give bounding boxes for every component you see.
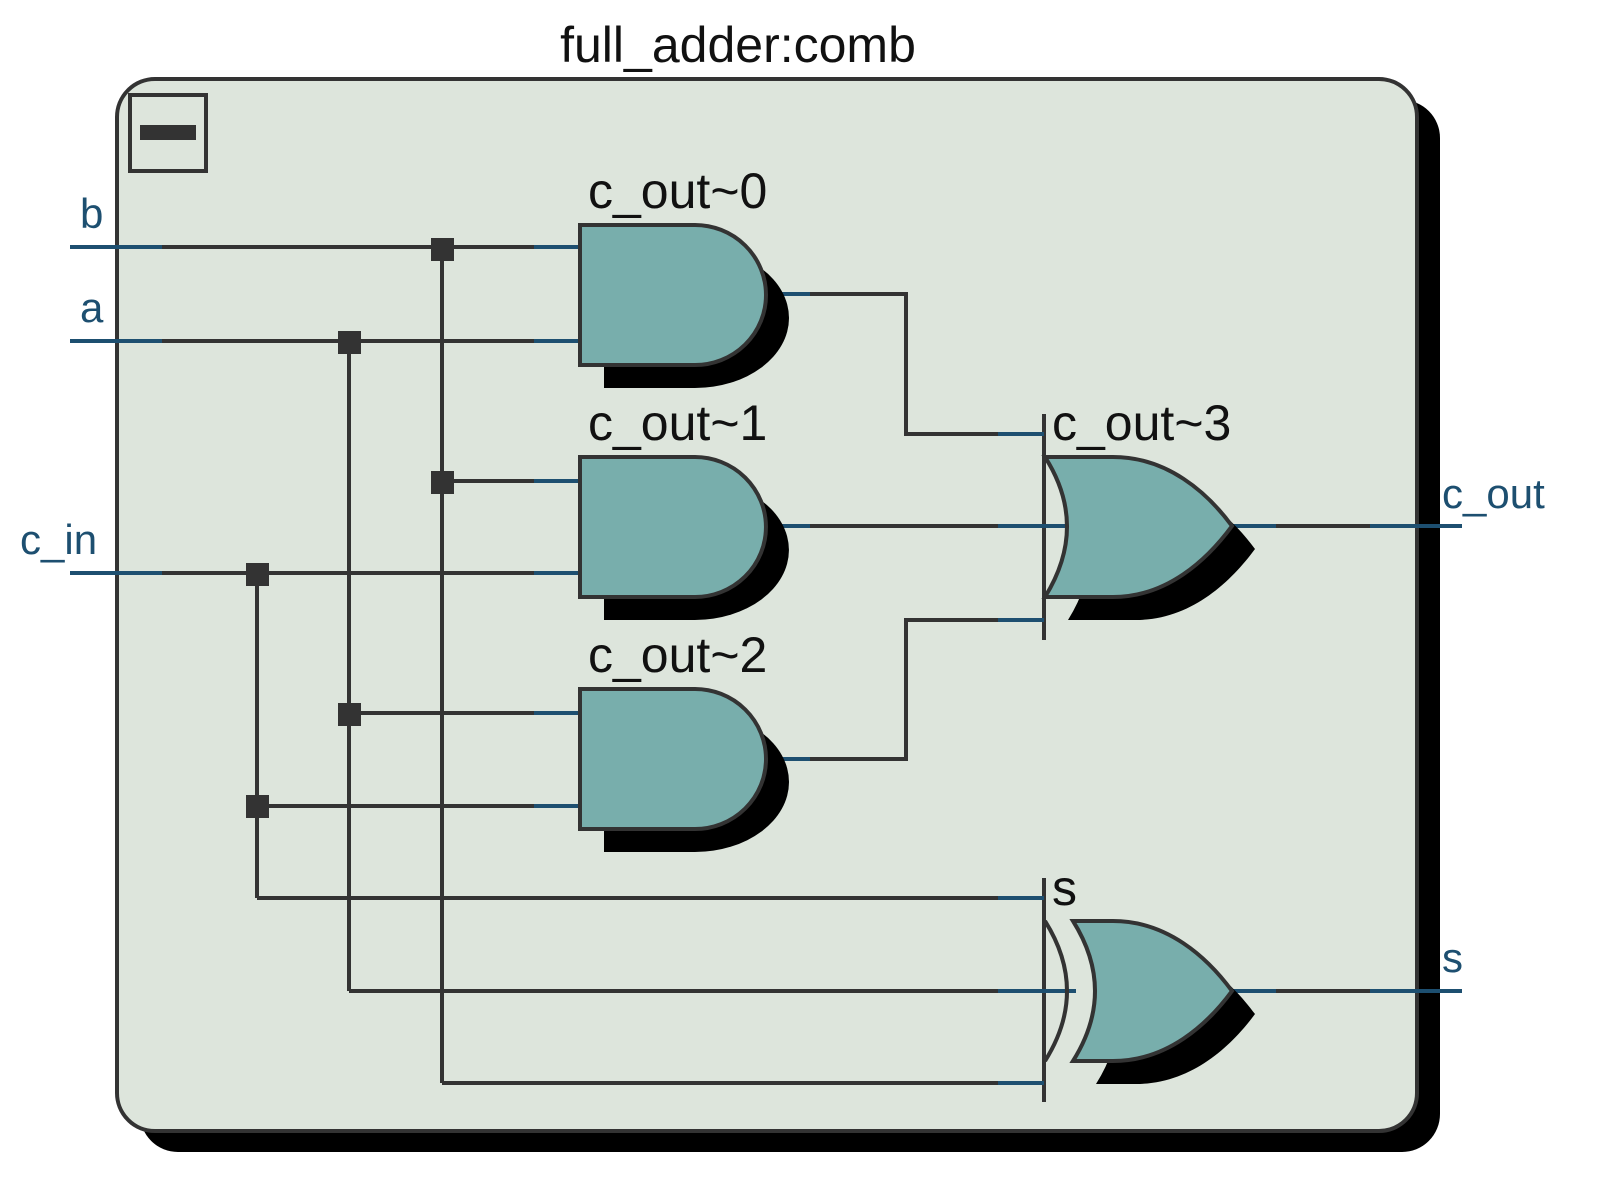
port-label-s: s bbox=[1442, 934, 1463, 981]
block-title: full_adder:comb bbox=[560, 17, 916, 73]
internal-wires bbox=[162, 245, 1370, 1102]
junctions bbox=[246, 238, 454, 818]
port-label-b: b bbox=[80, 190, 103, 237]
collapse-minus-icon[interactable] bbox=[140, 125, 196, 140]
wire-and0-to-or bbox=[810, 292, 998, 436]
xor-gate-back-curve bbox=[1043, 919, 1069, 1063]
and-gate-c-out-1[interactable] bbox=[578, 455, 789, 620]
gate-label-s: s bbox=[1052, 860, 1077, 916]
and-gate-body[interactable] bbox=[578, 223, 768, 367]
gate-label-c-out-0: c_out~0 bbox=[588, 163, 767, 219]
xor-gate-s[interactable] bbox=[1043, 919, 1255, 1084]
junction-dot bbox=[431, 471, 454, 494]
collapse-button-frame[interactable] bbox=[128, 93, 208, 173]
gate-label-c-out-1: c_out~1 bbox=[588, 395, 767, 451]
and-gate-body[interactable] bbox=[578, 687, 768, 831]
junction-dot bbox=[246, 563, 269, 586]
junction-dot bbox=[338, 703, 361, 726]
collapse-button[interactable] bbox=[128, 93, 208, 173]
port-label-a: a bbox=[80, 284, 104, 331]
and-gate-c-out-0[interactable] bbox=[578, 223, 789, 388]
and-gate-c-out-2[interactable] bbox=[578, 687, 789, 852]
gate-label-c-out-2: c_out~2 bbox=[588, 627, 767, 683]
junction-dot bbox=[431, 238, 454, 261]
or-gate-body[interactable] bbox=[1041, 455, 1235, 599]
and-gate-body[interactable] bbox=[578, 455, 768, 599]
or-gate-c-out-3[interactable] bbox=[1041, 455, 1255, 620]
full-adder-block[interactable] bbox=[115, 77, 1419, 1133]
gate-label-c-out-3: c_out~3 bbox=[1052, 395, 1231, 451]
port-label-c-in: c_in bbox=[20, 516, 97, 563]
junction-dot bbox=[338, 331, 361, 354]
port-label-c-out: c_out bbox=[1442, 470, 1545, 517]
wire-and2-to-or bbox=[810, 618, 998, 761]
xor-gate-body[interactable] bbox=[1069, 919, 1235, 1063]
junction-dot bbox=[246, 795, 269, 818]
